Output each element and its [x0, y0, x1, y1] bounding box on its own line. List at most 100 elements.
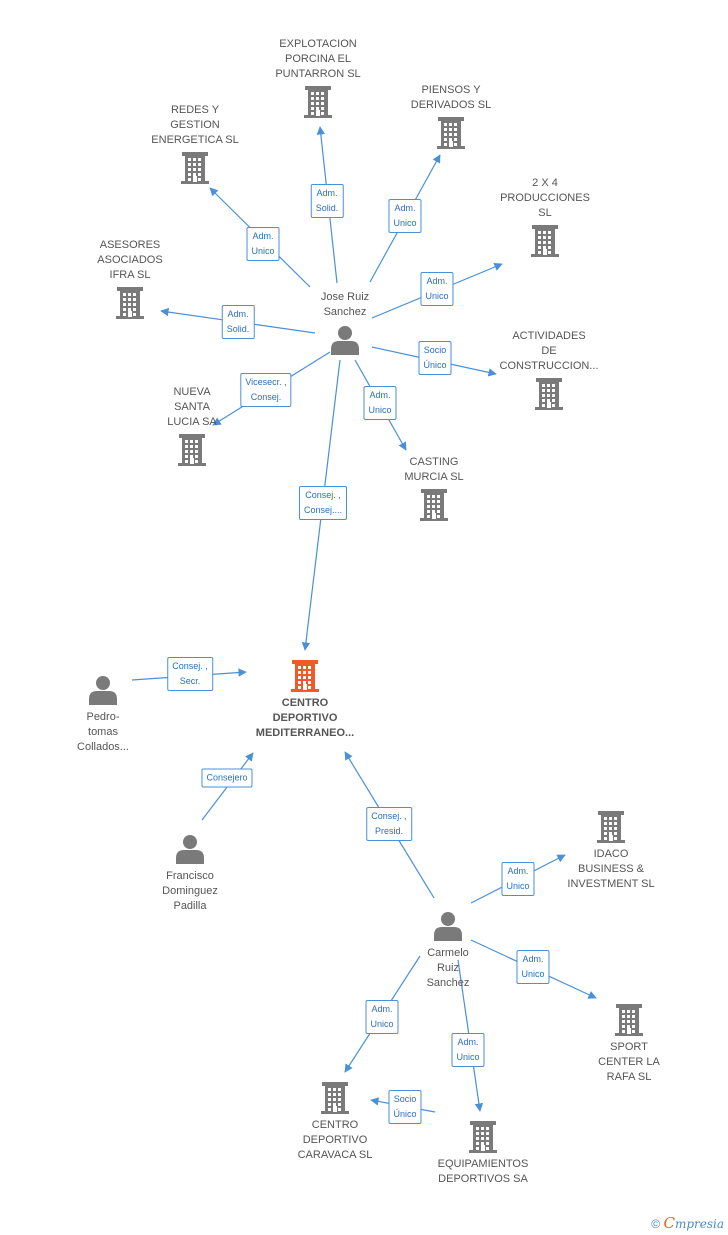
building-icon-piensos[interactable] — [437, 117, 465, 149]
node-label-line: SANTA — [174, 401, 210, 413]
building-icon-caravaca[interactable] — [321, 1082, 349, 1114]
node-label-caravaca[interactable]: CENTRO DEPORTIVO CARAVACA SL — [298, 1118, 373, 1163]
node-label-line: Sanchez — [323, 306, 367, 318]
node-label-line: CENTRO — [311, 1119, 359, 1131]
node-label-line: 2 X 4 — [532, 177, 558, 189]
node-label-asesores[interactable]: ASESORES ASOCIADOS IFRA SL — [97, 238, 162, 283]
edge-role-text: Unico — [251, 246, 275, 256]
node-label-centro_med[interactable]: CENTRO DEPORTIVO MEDITERRANEO... — [256, 696, 354, 741]
edge-role-text: Consejero — [206, 772, 248, 783]
edge-role-label[interactable]: Adm.Unico — [501, 862, 535, 896]
node-label-equip[interactable]: EQUIPAMIENTOS DEPORTIVOS SA — [438, 1157, 529, 1187]
building-icon-redes[interactable] — [181, 152, 209, 184]
person-icon-francisco[interactable] — [176, 835, 204, 864]
building-icon-centro_med[interactable] — [291, 660, 319, 692]
edge-role-label[interactable]: Consej. ,Consej.... — [298, 486, 348, 520]
node-label-line: CENTRO — [281, 697, 329, 709]
building-icon-nueva[interactable] — [178, 434, 206, 466]
node-label-line: PIENSOS Y — [421, 84, 481, 96]
edge-role-label[interactable]: Adm.Unico — [451, 1033, 485, 1067]
edge-role-text: Consej. — [250, 392, 282, 402]
node-label-line: BUSINESS & — [577, 863, 645, 875]
edge-role-text: Unico — [456, 1052, 480, 1062]
edge-role-text: Consej. , — [371, 811, 407, 821]
edge-role-text: Único — [423, 360, 447, 370]
copyright-symbol: © — [651, 1217, 661, 1231]
node-label-line: ASESORES — [99, 239, 161, 251]
node-label-line: Collados... — [77, 741, 129, 753]
node-label-line: CASTING — [409, 456, 459, 468]
node-label-line: ENERGETICA SL — [151, 134, 239, 146]
node-label-line: PORCINA EL — [284, 53, 352, 65]
edge-role-text: Unico — [506, 881, 530, 891]
edge-role-label[interactable]: Adm.Solid. — [310, 184, 344, 218]
edge-role-text: Adm. — [369, 390, 391, 400]
edge-role-text: Adm. — [522, 954, 544, 964]
building-icon-sport[interactable] — [615, 1004, 643, 1036]
node-label-line: Dominguez — [162, 885, 218, 897]
node-label-line: INVESTMENT SL — [567, 878, 655, 890]
edge-role-label[interactable]: Adm. Unico — [516, 950, 550, 984]
node-label-line: DE — [541, 345, 557, 357]
edge-role-label[interactable]: Consej. ,Presid. — [366, 807, 412, 841]
node-label-line: CARAVACA SL — [297, 1149, 373, 1161]
edge-role-text: Único — [393, 1109, 417, 1119]
node-label-line: MEDITERRANEO... — [255, 727, 355, 739]
node-label-line: EXPLOTACION — [279, 38, 357, 50]
node-label-line: Sanchez — [426, 977, 470, 989]
edge-role-label[interactable]: Vicesecr. ,Consej. — [240, 373, 292, 407]
edge-role-label[interactable]: Adm.Unico — [363, 386, 397, 420]
node-label-line: RAFA SL — [606, 1071, 652, 1083]
edge-role-text: Socio — [393, 1094, 417, 1104]
edge-role-label[interactable]: Consej. ,Secr. — [167, 657, 213, 691]
node-label-line: Francisco — [166, 870, 214, 882]
person-icon-carmelo[interactable] — [434, 912, 462, 941]
building-icon-actividades[interactable] — [535, 378, 563, 410]
node-label-line: DEPORTIVOS SA — [438, 1173, 528, 1185]
node-label-line: CONSTRUCCION... — [499, 360, 599, 372]
edge-role-label[interactable]: Adm.Unico — [388, 199, 422, 233]
node-label-line: SPORT — [610, 1041, 648, 1053]
edge-role-text: Secr. — [179, 676, 201, 686]
edge-role-label[interactable]: Adm.Unico — [365, 1000, 399, 1034]
node-label-piensos[interactable]: PIENSOS Y DERIVADOS SL — [411, 83, 492, 113]
edge-role-label[interactable]: Adm.Unico — [420, 272, 454, 306]
edge-role-text: Adm. — [252, 231, 274, 241]
building-icon-casting[interactable] — [420, 489, 448, 521]
building-icon-2x4[interactable] — [531, 225, 559, 257]
edge-role-text: Consej.... — [303, 505, 343, 515]
building-icon-equip[interactable] — [469, 1121, 497, 1153]
edge-role-label[interactable]: Adm. Unico — [246, 227, 280, 261]
node-label-line: DEPORTIVO — [302, 1134, 368, 1146]
node-label-line: GESTION — [170, 119, 220, 131]
edge-role-label[interactable]: Consejero — [201, 768, 253, 788]
person-icon-jose[interactable] — [331, 326, 359, 355]
node-label-line: EQUIPAMIENTOS — [437, 1158, 529, 1170]
edge-role-text: Unico — [521, 969, 545, 979]
edge-role-text: Socio — [423, 345, 447, 355]
node-label-line: ASOCIADOS — [97, 254, 163, 266]
building-icon-explotacion[interactable] — [304, 86, 332, 118]
node-label-line: IFRA SL — [109, 269, 151, 281]
brand-name: mpresia — [674, 1217, 724, 1231]
node-label-line: DEPORTIVO — [272, 712, 338, 724]
person-icon-pedro[interactable] — [89, 676, 117, 705]
node-label-line: DERIVADOS SL — [410, 99, 492, 111]
building-icon-asesores[interactable] — [116, 287, 144, 319]
edge-role-label[interactable]: Adm.Solid. — [221, 305, 255, 339]
building-icon-idaco[interactable] — [597, 811, 625, 843]
